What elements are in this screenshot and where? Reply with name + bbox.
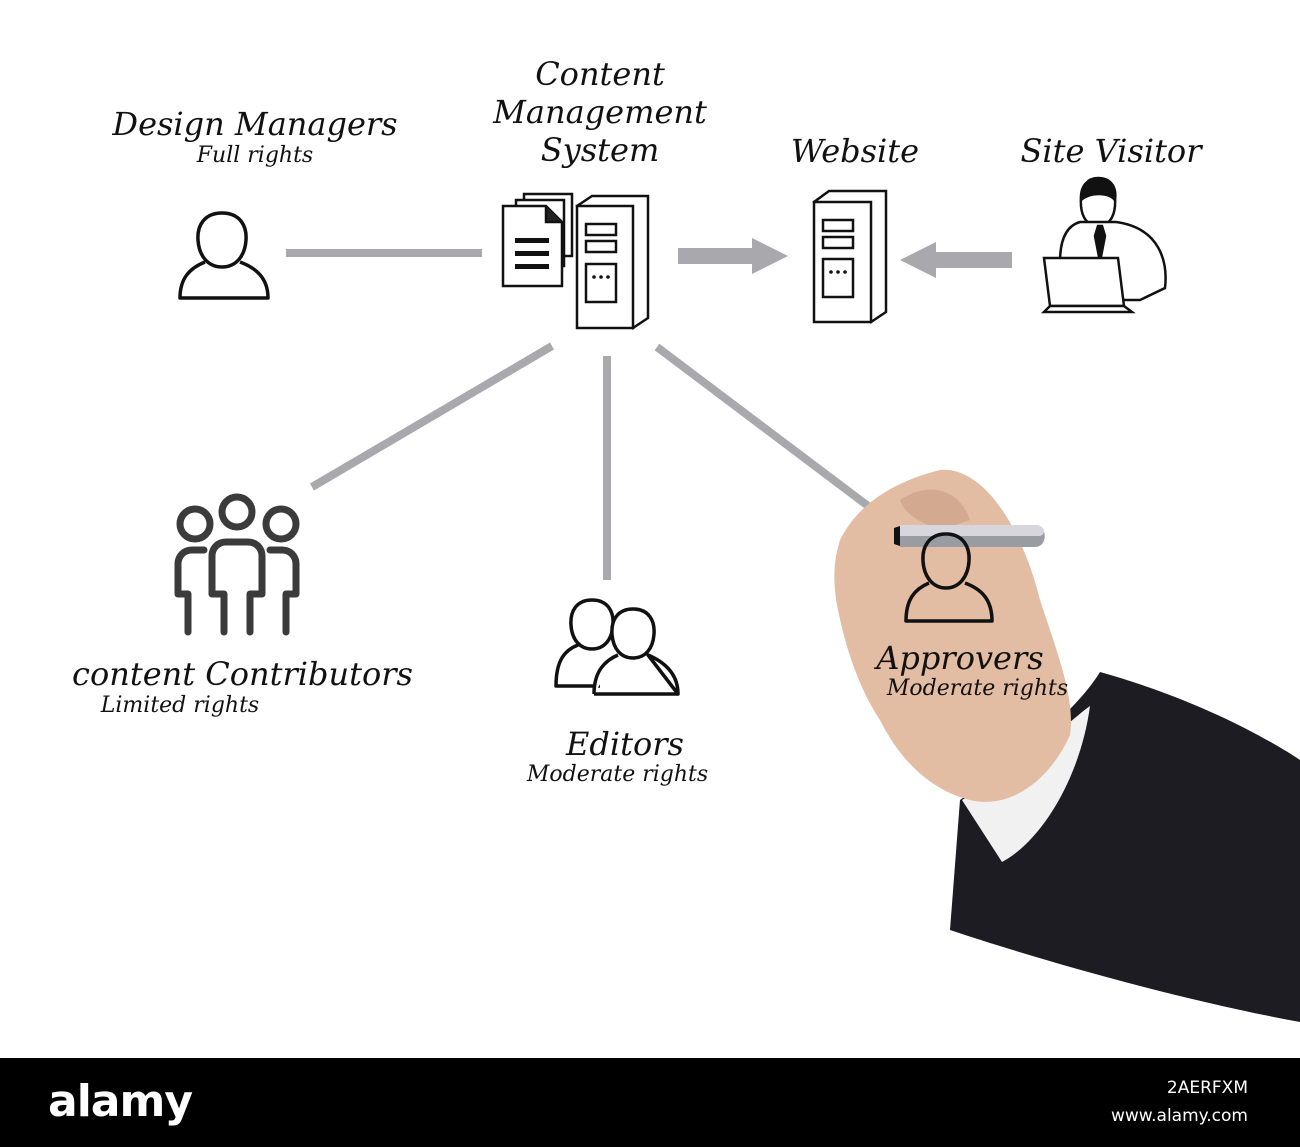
- approvers-person-icon: [904, 532, 994, 623]
- editors-subtitle: Moderate rights: [526, 762, 709, 787]
- content-contributors-subtitle: Limited rights: [100, 693, 260, 718]
- design-managers-subtitle: Full rights: [196, 143, 314, 168]
- site-visitor-title: Site Visitor: [1020, 132, 1202, 170]
- website-server-icon: [812, 189, 888, 324]
- diagram-canvas: Design Managers Full rights Content Mana…: [72, 55, 1300, 1022]
- content-contributors-title: content Contributors: [72, 655, 413, 693]
- presenter-hand-illustration: [834, 469, 1300, 1022]
- editors-title: Editors: [566, 725, 684, 763]
- site-visitor-laptop-icon: [1040, 176, 1167, 314]
- watermark-bar: alamy 2AERFXM www.alamy.com: [0, 1058, 1300, 1147]
- cms-title-line-3: System: [540, 131, 660, 169]
- approvers-title: Approvers: [876, 639, 1044, 677]
- website-title: Website: [790, 132, 920, 170]
- watermark-image-id: 2AERFXM: [1166, 1078, 1248, 1098]
- arrow-visitor-to-website: [900, 242, 1012, 278]
- arrow-cms-to-website: [678, 238, 788, 274]
- cms-title-line-2: Management: [493, 93, 707, 131]
- diagram-graphics: [174, 176, 1300, 1022]
- connector-cms-approvers: [654, 343, 903, 534]
- editors-people-icon: [554, 598, 680, 696]
- cms-title-line-1: Content: [535, 55, 665, 93]
- content-contributors-group-icon: [174, 493, 300, 636]
- watermark-logo: alamy: [48, 1076, 193, 1127]
- design-manager-person-icon: [178, 211, 270, 300]
- design-managers-title: Design Managers: [112, 105, 398, 143]
- cms-server-icon: [501, 192, 650, 330]
- watermark-url: www.alamy.com: [1110, 1106, 1248, 1126]
- approvers-subtitle: Moderate rights: [886, 676, 1069, 701]
- connector-cms-contributors: [309, 342, 555, 491]
